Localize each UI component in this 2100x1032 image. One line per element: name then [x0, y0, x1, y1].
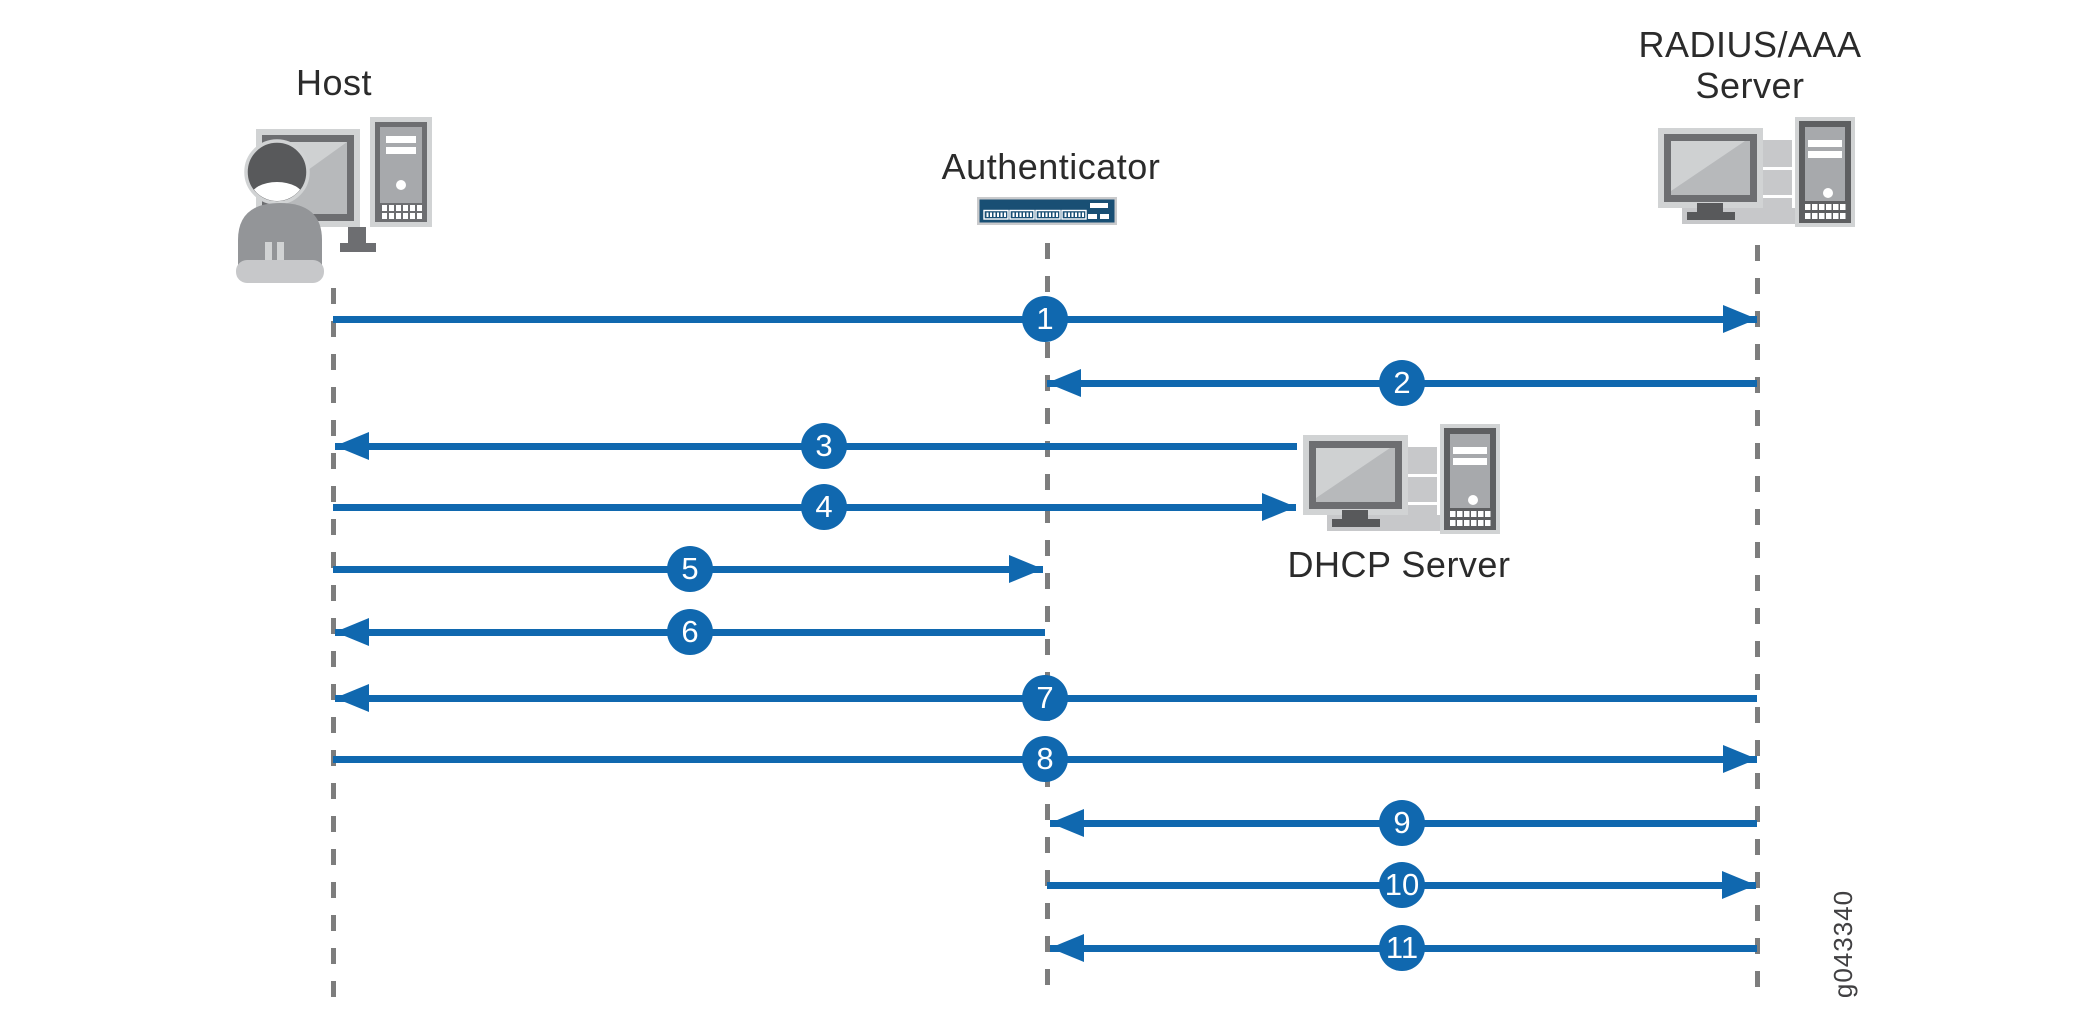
step-badge-6: 6: [667, 609, 713, 655]
authenticator-lifeline: [1044, 243, 1050, 1002]
step-badge-8: 8: [1022, 736, 1068, 782]
arrowhead-right-icon: [1723, 745, 1757, 773]
user-at-computer-icon: [236, 117, 432, 283]
radius-server-label-line1: RADIUS/AAA: [1638, 24, 1862, 65]
graphic-id-label: g043340: [1828, 889, 1858, 999]
arrowhead-right-icon: [1723, 305, 1757, 333]
arrowhead-right-icon: [1262, 493, 1296, 521]
step-badge-4: 4: [801, 484, 847, 530]
arrowhead-right-icon: [1009, 555, 1043, 583]
radius-server-lifeline: [1754, 245, 1760, 1002]
radius-server-label: RADIUS/AAA Server: [1625, 24, 1875, 106]
host-lifeline: [330, 288, 336, 1002]
step-badge-11: 11: [1379, 925, 1425, 971]
host-label: Host: [295, 62, 373, 103]
arrowhead-right-icon: [1722, 871, 1756, 899]
step-badge-5: 5: [667, 546, 713, 592]
arrowhead-left-icon: [335, 684, 369, 712]
step-badge-7: 7: [1022, 675, 1068, 721]
authenticator-label: Authenticator: [941, 146, 1161, 187]
arrowhead-left-icon: [1050, 809, 1084, 837]
arrowhead-left-icon: [335, 618, 369, 646]
arrowhead-left-icon: [335, 432, 369, 460]
arrowhead-left-icon: [1050, 934, 1084, 962]
radius-server-label-line2: Server: [1695, 65, 1805, 106]
dhcp-server-label: DHCP Server: [1287, 544, 1511, 585]
radius-server-icon: [1658, 117, 1855, 227]
step-badge-3: 3: [801, 423, 847, 469]
step-badge-10: 10: [1379, 862, 1425, 908]
dhcp-server-icon: [1303, 424, 1500, 534]
step-badge-2: 2: [1379, 360, 1425, 406]
step-badge-9: 9: [1379, 800, 1425, 846]
arrowhead-left-icon: [1047, 369, 1081, 397]
step-badge-1: 1: [1022, 296, 1068, 342]
network-switch-icon: [977, 197, 1117, 225]
